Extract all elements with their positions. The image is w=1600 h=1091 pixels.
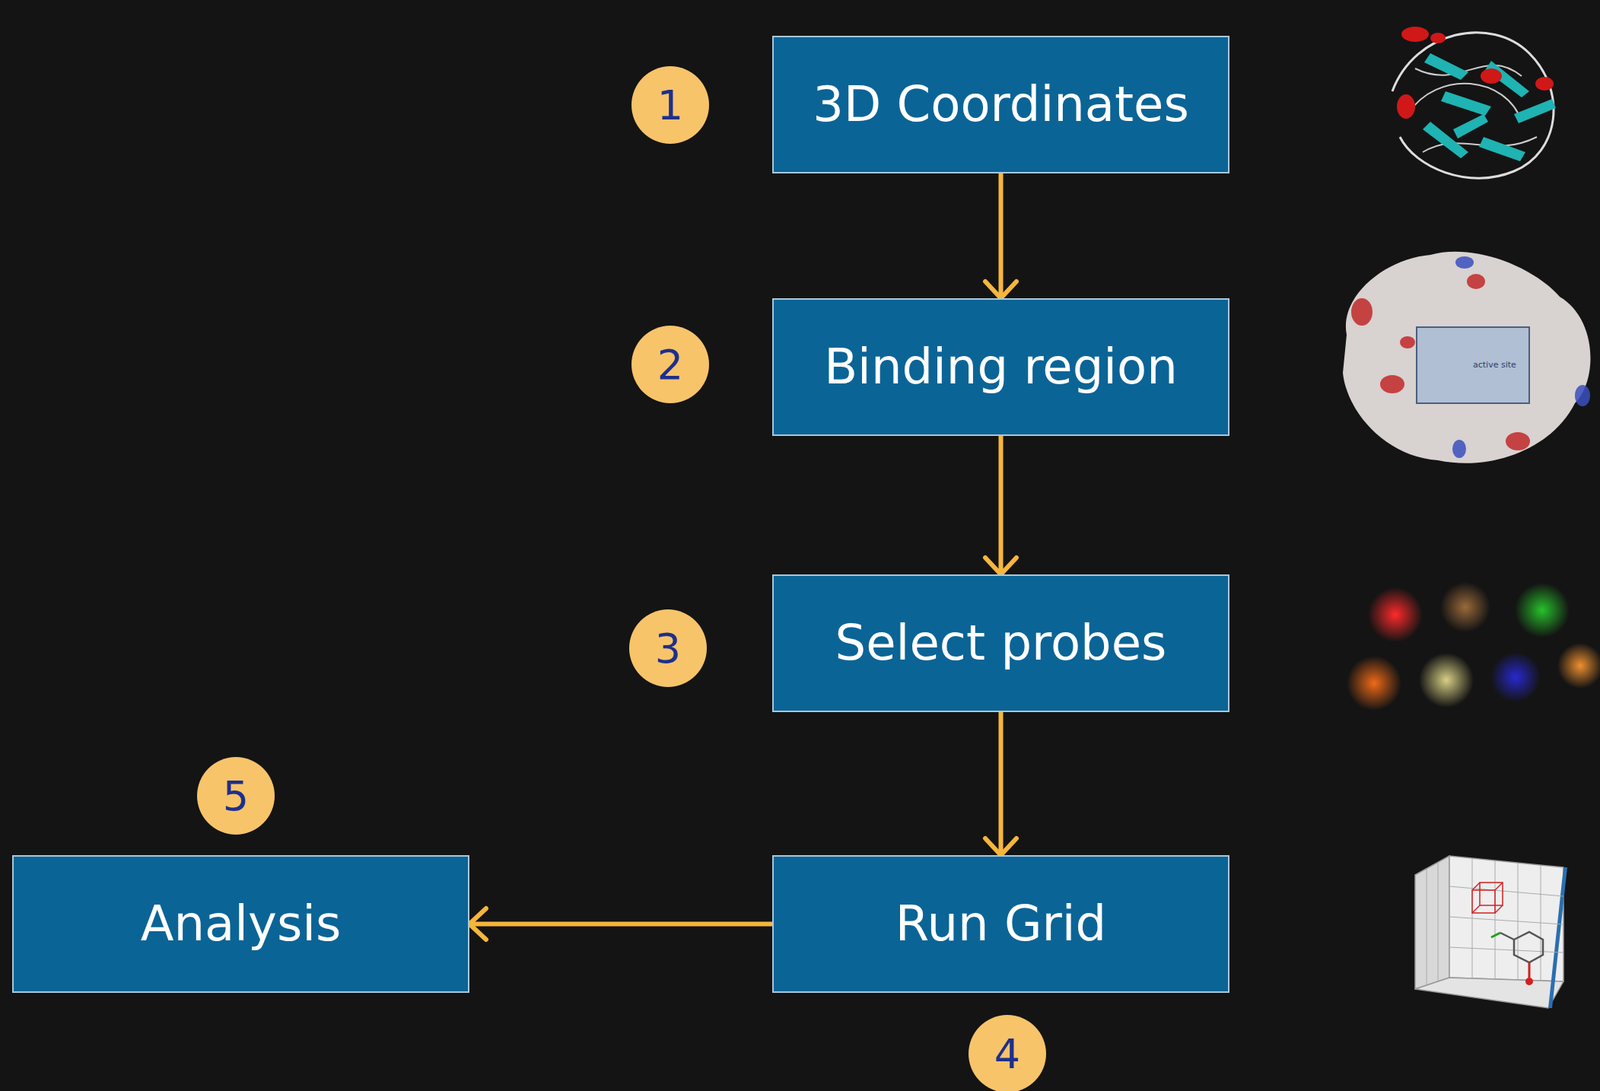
callout-number: 5 [197,757,275,835]
grid-box [1415,855,1568,1009]
process-box: Binding region [772,298,1230,436]
box-label: Binding region [823,340,1178,394]
callout-number: 1 [631,66,710,144]
protein-surface [1342,251,1591,464]
process-box: 3D Coordinates [772,35,1230,174]
process-box: Run Grid [772,855,1230,993]
box-label: 3D Coordinates [812,77,1190,131]
process-box: Analysis [12,855,470,993]
site-label: active site [1472,359,1517,370]
box-label: Analysis [140,897,342,951]
process-box: Select probes [772,574,1230,713]
box-label: Select probes [835,616,1168,670]
callout-number: 4 [968,1014,1047,1091]
flow-arrow [469,908,773,940]
callout-number: 3 [629,609,707,688]
flow-arrow [985,173,1017,299]
callout-number: 2 [631,325,710,404]
probe-spheres [1346,582,1600,711]
flow-arrow [985,435,1017,575]
flow-arrow [985,712,1017,856]
protein-ribbon [1392,26,1556,179]
box-label: Run Grid [895,897,1107,951]
